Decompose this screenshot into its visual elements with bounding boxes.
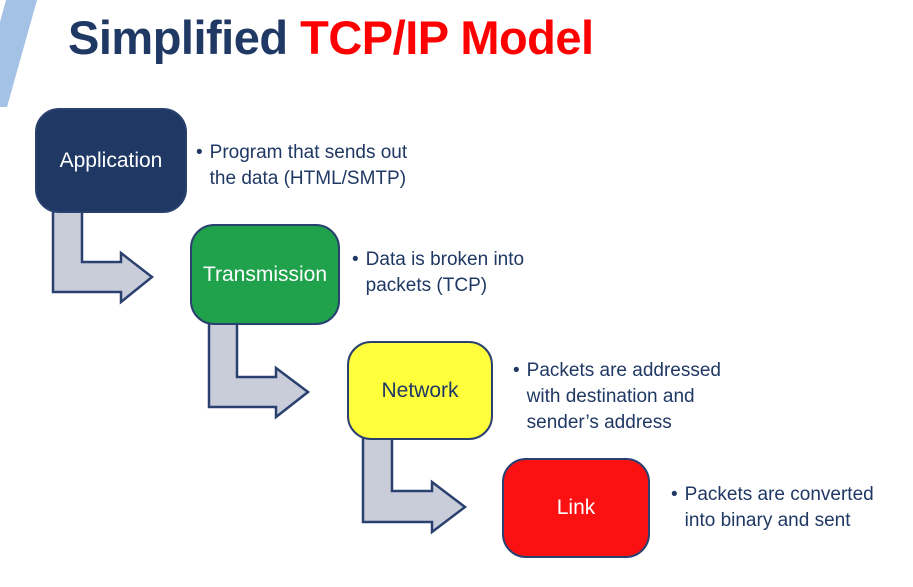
bullet-icon: • — [196, 142, 203, 163]
layer-box-link: Link — [502, 458, 650, 558]
layer-box-application: Application — [35, 108, 187, 213]
flow-arrow-transmission-to-network — [207, 318, 311, 420]
bullet-text-application: Program that sends out the data (HTML/SM… — [209, 142, 408, 189]
layer-box-network: Network — [347, 341, 493, 440]
layer-label-transmission: Transmission — [202, 262, 328, 286]
bullet-text-network: Packets are addressed with destination a… — [526, 360, 721, 433]
bullet-text-link: Packets are converted into binary and se… — [684, 484, 874, 531]
bullet-text-transmission: Data is broken into packets (TCP) — [365, 249, 525, 296]
page-title: Simplified TCP/IP Model — [68, 10, 594, 65]
bullet-item-transmission: • Data is broken into packets (TCP) — [352, 247, 524, 299]
title-prefix: Simplified — [68, 11, 301, 64]
layer-label-application: Application — [59, 148, 163, 172]
bullet-item-application: • Program that sends out the data (HTML/… — [196, 140, 407, 192]
bullet-icon: • — [352, 249, 359, 270]
bullet-item-network: • Packets are addressed with destination… — [513, 358, 721, 436]
layer-box-transmission: Transmission — [190, 224, 340, 325]
bullet-item-link: • Packets are converted into binary and … — [671, 482, 874, 534]
bullet-icon: • — [513, 360, 520, 381]
flow-arrow-network-to-link — [361, 434, 468, 535]
corner-accent-shape — [0, 0, 37, 107]
title-highlight: TCP/IP Model — [300, 11, 594, 64]
layer-label-network: Network — [381, 378, 459, 402]
flow-arrow-application-to-transmission — [51, 206, 155, 305]
bullet-icon: • — [671, 484, 678, 505]
layer-label-link: Link — [556, 496, 596, 519]
